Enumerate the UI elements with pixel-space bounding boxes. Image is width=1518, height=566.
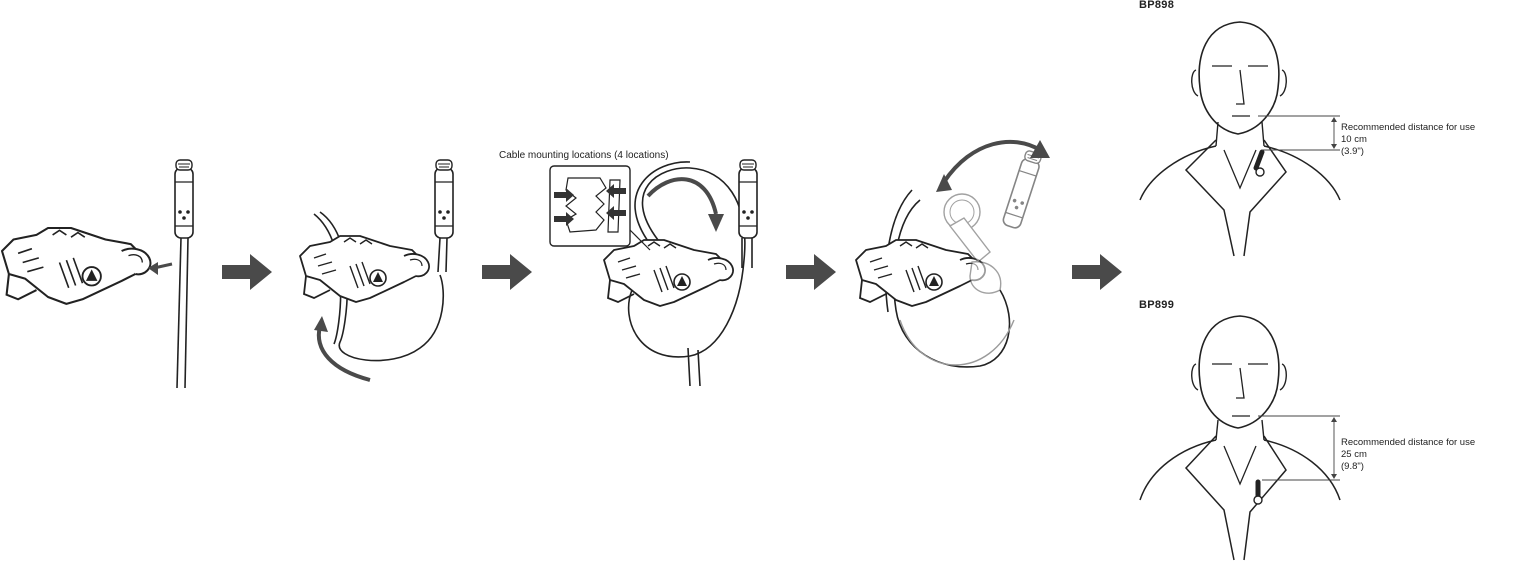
- distance-in-bp898: (3.9"): [1341, 146, 1364, 157]
- distance-cm-bp899: 25 cm: [1341, 449, 1367, 460]
- step-2-loop-cable: [299, 159, 454, 382]
- recommended-label-bp899: Recommended distance for use: [1341, 437, 1476, 448]
- cable-mounting-label: Cable mounting locations (4 locations): [499, 150, 669, 161]
- model-label-bp898: BP898: [1139, 0, 1175, 11]
- step-4-rotate-mic: [855, 139, 1050, 368]
- person-bp898: [1139, 21, 1341, 257]
- model-label-bp899: BP899: [1139, 299, 1175, 311]
- recommended-label-bp898: Recommended distance for use: [1341, 122, 1476, 133]
- distance-in-bp899: (9.8"): [1341, 461, 1364, 472]
- person-bp899: [1139, 315, 1341, 561]
- distance-cm-bp898: 10 cm: [1341, 134, 1367, 145]
- step-3-mount-cable: [549, 159, 758, 387]
- step-1-detach-clip: [0, 159, 194, 389]
